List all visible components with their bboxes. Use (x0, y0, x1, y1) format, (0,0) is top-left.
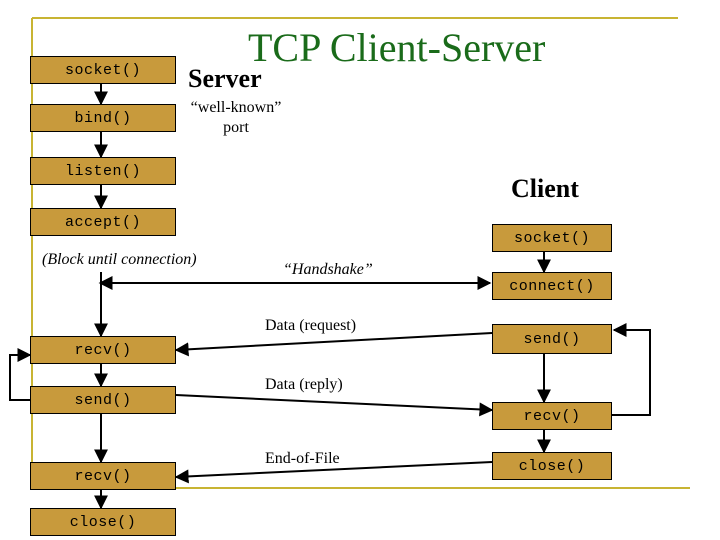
server-bind-box: bind() (30, 104, 176, 132)
well-known-port-note: “well-known” port (190, 99, 282, 136)
request-arrow (174, 332, 493, 357)
data-request-label: Data (request) (265, 317, 357, 334)
client-recv-box: recv() (492, 402, 612, 430)
eof-arrow (174, 461, 493, 484)
client-socket-box: socket() (492, 224, 612, 252)
server-label: Server (188, 64, 262, 93)
client-label: Client (511, 174, 579, 203)
server-loop-arrow (9, 348, 32, 401)
server-socket-box: socket() (30, 56, 176, 84)
page-title: TCP Client-Server (248, 25, 546, 70)
block-until-connection-note: (Block until connection) (42, 251, 197, 268)
server-accept-box: accept() (30, 208, 176, 236)
data-reply-label: Data (reply) (265, 376, 343, 393)
server-send-box: send() (30, 386, 176, 414)
server-listen-box: listen() (30, 157, 176, 185)
client-loop-arrow (608, 323, 651, 416)
handshake-label: “Handshake” (283, 261, 373, 278)
server-recv-box: recv() (30, 336, 176, 364)
client-connect-box: connect() (492, 272, 612, 300)
server-close-box: close() (30, 508, 176, 536)
client-send-box: send() (492, 324, 612, 354)
client-close-box: close() (492, 452, 612, 480)
end-of-file-label: End-of-File (265, 450, 340, 467)
server-recv-eof-box: recv() (30, 462, 176, 490)
reply-arrow (175, 394, 494, 417)
